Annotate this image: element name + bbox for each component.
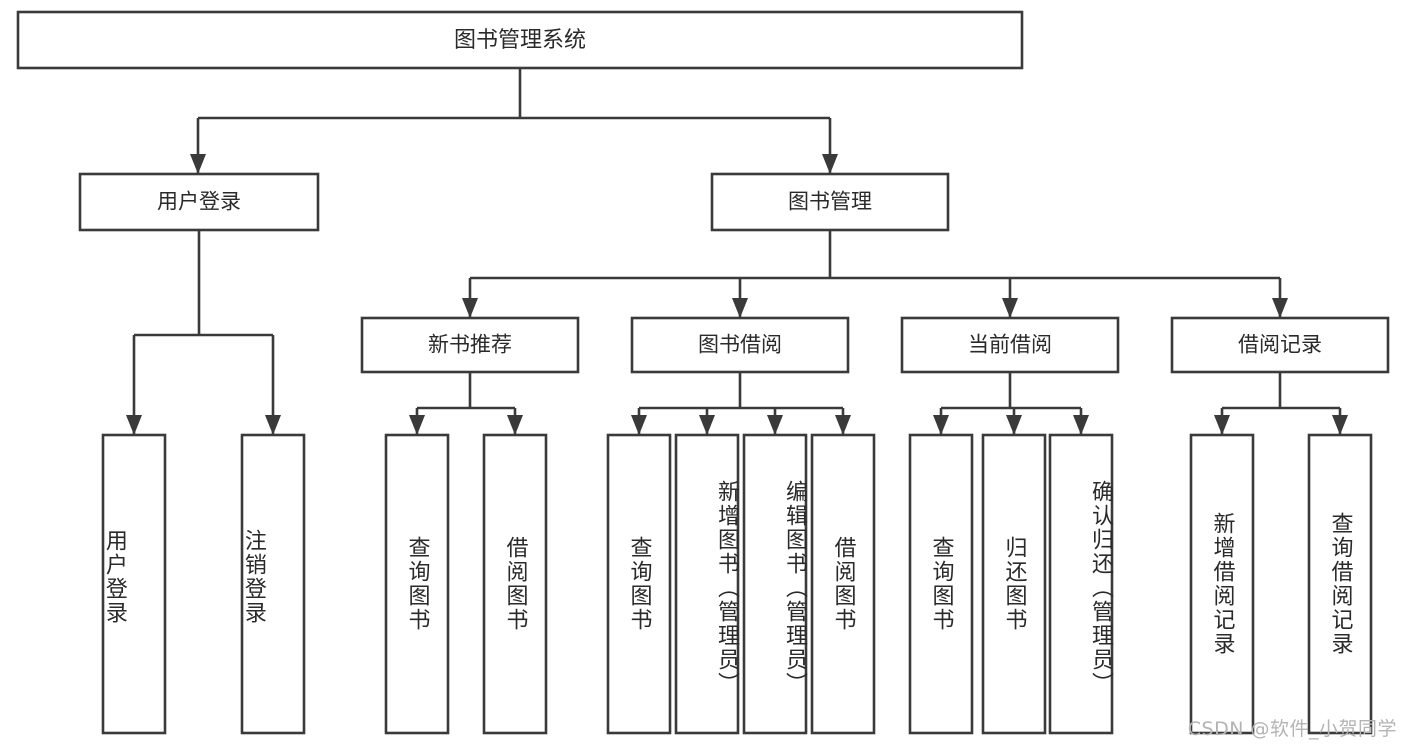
node-box-leaf-query-book-3[interactable] bbox=[908, 433, 974, 735]
new-book-recommend-arrow-0-icon bbox=[409, 415, 425, 435]
node-box-leaf-confirm-return[interactable] bbox=[1048, 433, 1114, 735]
book-borrow-arrow-3-icon bbox=[835, 415, 851, 435]
node-box-leaf-add-book[interactable] bbox=[674, 433, 740, 735]
node-label-book-manage: 图书管理 bbox=[788, 191, 872, 214]
node-label-new-book-recommend: 新书推荐 bbox=[428, 334, 512, 357]
node-box-book-manage[interactable] bbox=[710, 172, 950, 232]
node-label-book-borrow: 图书借阅 bbox=[698, 334, 782, 357]
node-box-leaf-edit-book[interactable] bbox=[742, 433, 808, 735]
current-borrow-arrow-0-icon bbox=[933, 415, 949, 435]
book-borrow-arrow-0-icon bbox=[631, 415, 647, 435]
node-box-book-borrow[interactable] bbox=[630, 316, 850, 374]
borrow-record-arrow-1-icon bbox=[1332, 415, 1348, 435]
root-arrow-0-icon bbox=[190, 154, 206, 174]
node-label-user-login: 用户登录 bbox=[157, 191, 241, 214]
user-login-arrow-0-icon bbox=[126, 415, 142, 435]
borrow-record-arrow-0-icon bbox=[1214, 415, 1230, 435]
book-borrow-arrow-1-icon bbox=[699, 415, 715, 435]
node-box-user-login[interactable] bbox=[78, 172, 320, 232]
node-box-leaf-query-book-2[interactable] bbox=[606, 433, 672, 735]
current-borrow-arrow-1-icon bbox=[1006, 415, 1022, 435]
node-box-borrow-record[interactable] bbox=[1170, 316, 1390, 374]
node-label-root: 图书管理系统 bbox=[454, 27, 586, 52]
watermark-text: CSDN @软件_小贺同学 bbox=[1187, 718, 1397, 740]
node-label-current-borrow: 当前借阅 bbox=[968, 334, 1052, 357]
node-box-new-book-recommend[interactable] bbox=[360, 316, 580, 374]
node-box-leaf-logout[interactable] bbox=[240, 433, 306, 735]
new-book-recommend-arrow-1-icon bbox=[507, 415, 523, 435]
node-box-leaf-query-record[interactable] bbox=[1307, 433, 1373, 735]
node-box-root[interactable] bbox=[16, 10, 1024, 70]
node-box-leaf-query-book-1[interactable] bbox=[384, 433, 450, 735]
boxes-layer bbox=[16, 10, 1390, 735]
user-login-arrow-1-icon bbox=[265, 415, 281, 435]
node-label-borrow-record: 借阅记录 bbox=[1238, 334, 1322, 357]
book-manage-arrow-3-icon bbox=[1272, 298, 1288, 318]
connectors-layer bbox=[126, 68, 1348, 435]
root-arrow-1-icon bbox=[822, 154, 838, 174]
current-borrow-arrow-2-icon bbox=[1073, 415, 1089, 435]
node-box-current-borrow[interactable] bbox=[900, 316, 1120, 374]
node-box-leaf-borrow-book-1[interactable] bbox=[482, 433, 548, 735]
node-box-leaf-user-login[interactable] bbox=[101, 433, 167, 735]
book-manage-arrow-2-icon bbox=[1002, 298, 1018, 318]
node-box-leaf-add-record[interactable] bbox=[1189, 433, 1255, 735]
book-manage-arrow-0-icon bbox=[462, 298, 478, 318]
node-box-leaf-return-book[interactable] bbox=[981, 433, 1047, 735]
node-box-leaf-borrow-book-2[interactable] bbox=[810, 433, 876, 735]
book-manage-arrow-1-icon bbox=[732, 298, 748, 318]
book-borrow-arrow-2-icon bbox=[767, 415, 783, 435]
